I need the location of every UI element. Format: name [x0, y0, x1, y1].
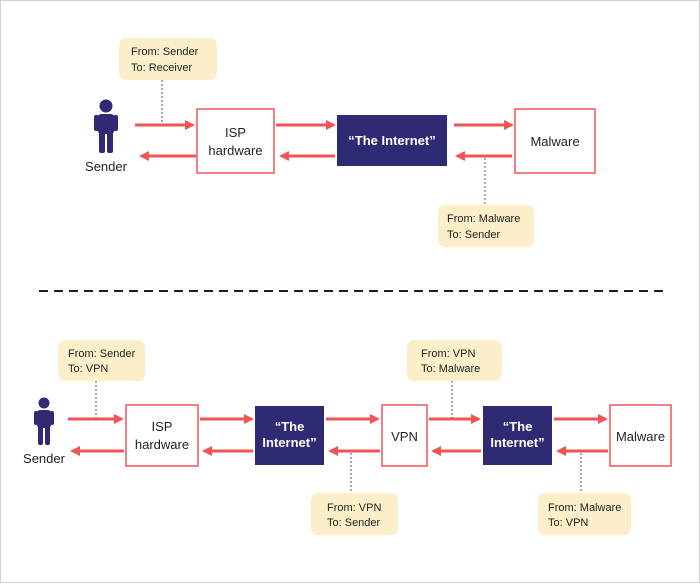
note-sender-vpn	[58, 340, 145, 381]
note-vpn-malware	[407, 340, 502, 381]
note-line: To: Sender	[447, 229, 501, 241]
note-malware-vpn	[538, 493, 631, 535]
internet-label: “The	[503, 419, 533, 434]
malware-label: Malware	[530, 134, 579, 149]
internet-label: Internet”	[490, 435, 544, 450]
note-line: To: VPN	[548, 517, 588, 529]
isp-label: ISP	[225, 125, 246, 140]
note-line: From: VPN	[327, 502, 381, 514]
isp-label: hardware	[135, 437, 189, 452]
sender-label: Sender	[85, 159, 128, 174]
isp-hardware-box	[196, 108, 275, 174]
malware-box	[514, 108, 596, 174]
internet-box-1	[255, 406, 324, 465]
note-vpn-sender	[311, 493, 398, 535]
sender-label: Sender	[23, 451, 66, 466]
note-line: To: Receiver	[131, 62, 192, 74]
note-malware-sender	[438, 205, 534, 247]
arrows-top	[135, 120, 514, 161]
sender-person-icon	[94, 99, 118, 153]
note-line: From: VPN	[421, 348, 475, 360]
note-line: From: Sender	[68, 348, 136, 360]
internet-label: “The Internet”	[348, 133, 435, 148]
internet-box-2	[483, 406, 552, 465]
isp-label: hardware	[208, 143, 262, 158]
isp-hardware-box	[125, 404, 199, 467]
arrows-bottom	[68, 414, 608, 456]
sender-person-icon	[34, 397, 54, 445]
vpn-box	[381, 404, 428, 467]
internet-label: “The	[275, 419, 305, 434]
internet-label: Internet”	[262, 435, 316, 450]
note-line: From: Malware	[447, 213, 520, 225]
note-line: To: Malware	[421, 363, 480, 375]
note-line: From: Malware	[548, 502, 621, 514]
note-line: From: Sender	[131, 46, 199, 58]
vpn-label: VPN	[391, 429, 418, 444]
internet-box	[337, 115, 447, 166]
note-sender-receiver	[119, 38, 217, 80]
note-line: To: VPN	[68, 363, 108, 375]
malware-box	[609, 404, 672, 467]
malware-label: Malware	[616, 429, 665, 444]
note-line: To: Sender	[327, 517, 381, 529]
isp-label: ISP	[152, 419, 173, 434]
